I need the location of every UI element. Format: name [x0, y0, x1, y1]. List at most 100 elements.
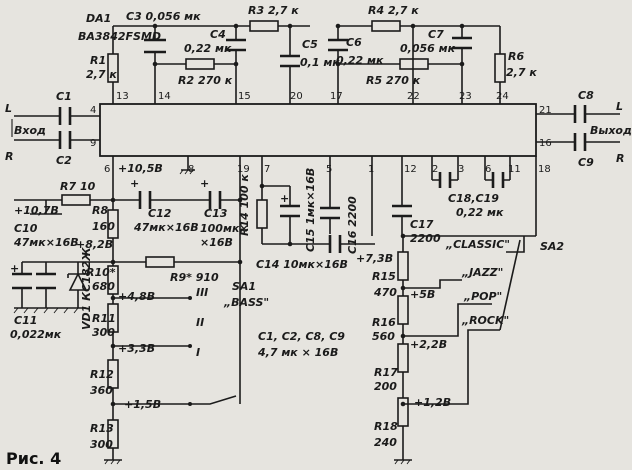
pin-label: 11: [508, 164, 521, 175]
voltage-7-3: +7,3В: [356, 252, 393, 265]
r18-label: R18: [374, 420, 398, 433]
c17-label: C17: [410, 218, 434, 231]
pin-label: 4: [90, 105, 96, 116]
c10-label: C10: [14, 222, 38, 235]
classic-label: „CLASSIC": [445, 238, 510, 251]
pin-label: 18: [538, 164, 551, 175]
c12-label: C12: [148, 207, 172, 220]
c18-c19-label: C18,C19: [448, 192, 499, 205]
c13-value-2: ×16В: [200, 236, 233, 249]
r15-label: R15: [372, 270, 396, 283]
pin-label: 9: [90, 138, 96, 149]
r10-value: 680: [92, 280, 115, 293]
output-left-label: L: [616, 100, 623, 113]
resistor-r11: [107, 303, 119, 333]
r3-label: R3 2,7 к: [248, 4, 299, 17]
resistor-r12: [107, 359, 119, 389]
ic-part-number: BA3842FSMD: [78, 30, 161, 43]
pin-label: 6: [485, 164, 491, 175]
c15-plus: +: [280, 192, 289, 205]
input-left-label: L: [5, 102, 12, 115]
r16-label: R16: [372, 316, 396, 329]
c15-label: C15 1мк×16В: [304, 168, 317, 252]
r11-label: R11: [92, 312, 116, 325]
c11-label: C11: [14, 314, 37, 327]
resistor-r4: [371, 20, 401, 32]
pin-label: 16: [539, 138, 552, 149]
r14-label: R14 100 к: [238, 174, 251, 236]
r13-value: 300: [90, 438, 113, 451]
c11-value: 0,022мк: [10, 328, 62, 341]
ic-da1-body: [99, 103, 537, 157]
voltage-5: +5В: [410, 288, 435, 301]
pin-label: 3: [458, 164, 464, 175]
sa2-label: SA2: [540, 240, 564, 253]
c16-label: C16 2200: [346, 196, 359, 254]
r12-value: 360: [90, 384, 113, 397]
c6-label: C6: [346, 36, 362, 49]
voltage-8-2: +8,2В: [76, 238, 113, 251]
pop-label: „POP": [463, 290, 502, 303]
pin-label: 6: [104, 164, 110, 175]
vd1-label: VD1 КС182Ж: [80, 247, 93, 330]
c4-label: C4: [210, 28, 226, 41]
c13-plus: +: [200, 177, 209, 190]
input-label: Вход: [14, 124, 46, 137]
r1-label: R1: [90, 54, 106, 67]
resistor-r15: [397, 251, 409, 281]
resistor-r3: [249, 20, 279, 32]
bass-label: „BASS": [223, 296, 269, 309]
pin-label: 5: [326, 164, 332, 175]
r6-value: 2,7 к: [506, 66, 537, 79]
c6-value: 0,22 мк: [336, 54, 384, 67]
output-right-label: R: [616, 152, 624, 165]
voltage-2-2: +2,2В: [410, 338, 447, 351]
r9-label: R9* 910: [170, 271, 219, 284]
c5-value: 0,1 мк: [300, 56, 340, 69]
r17-label: R17: [374, 366, 398, 379]
c18-c19-value: 0,22 мк: [456, 206, 504, 219]
figure-caption: Рис. 4: [6, 449, 61, 468]
pin-label: 14: [158, 91, 171, 102]
resistor-r16: [397, 295, 409, 325]
pin-label: 21: [539, 105, 552, 116]
resistor-r18: [397, 397, 409, 427]
c13-value: 100мк×: [200, 222, 249, 235]
c3-label: C3 0,056 мк: [126, 10, 201, 23]
pin-label: 23: [459, 91, 472, 102]
sa1-position-2: II: [196, 316, 204, 329]
sa1-label: SA1: [232, 280, 256, 293]
resistor-r13: [107, 419, 119, 449]
r8-label: R8: [92, 204, 108, 217]
c10-value: 47мк×16В: [13, 236, 79, 249]
r8-value: 160: [92, 220, 115, 233]
output-label: Выход: [590, 124, 632, 137]
c7-label: C7: [428, 28, 444, 41]
note-caps-value: 4,7 мк × 16В: [257, 346, 338, 359]
ic-designator: DA1: [86, 12, 111, 25]
pin-label: 12: [404, 164, 417, 175]
resistor-r5: [399, 58, 429, 70]
resistor-r8: [107, 209, 119, 239]
r15-value: 470: [373, 286, 397, 299]
r6-label: R6: [508, 50, 524, 63]
pin-label: 2: [432, 164, 438, 175]
pin-label: 7: [264, 164, 270, 175]
pin-label: 1: [368, 164, 374, 175]
voltage-10-5: +10,5В: [118, 162, 163, 175]
sa1-position-3: III: [196, 286, 208, 299]
resistor-r2: [185, 58, 215, 70]
c2-label: C2: [56, 154, 72, 167]
pin-label: 13: [116, 91, 129, 102]
c14-label: C14 10мк×16В: [256, 258, 348, 271]
sa1-position-1: I: [196, 346, 200, 359]
resistor-r17: [397, 343, 409, 373]
jazz-label: „JAZZ": [461, 266, 503, 279]
resistor-r14: [256, 199, 268, 229]
c1-label: C1: [56, 90, 72, 103]
c4-value: 0,22 мк: [184, 42, 232, 55]
pin-label: 20: [290, 91, 303, 102]
pin-label: 19: [237, 164, 250, 175]
pin-label: 24: [496, 91, 509, 102]
